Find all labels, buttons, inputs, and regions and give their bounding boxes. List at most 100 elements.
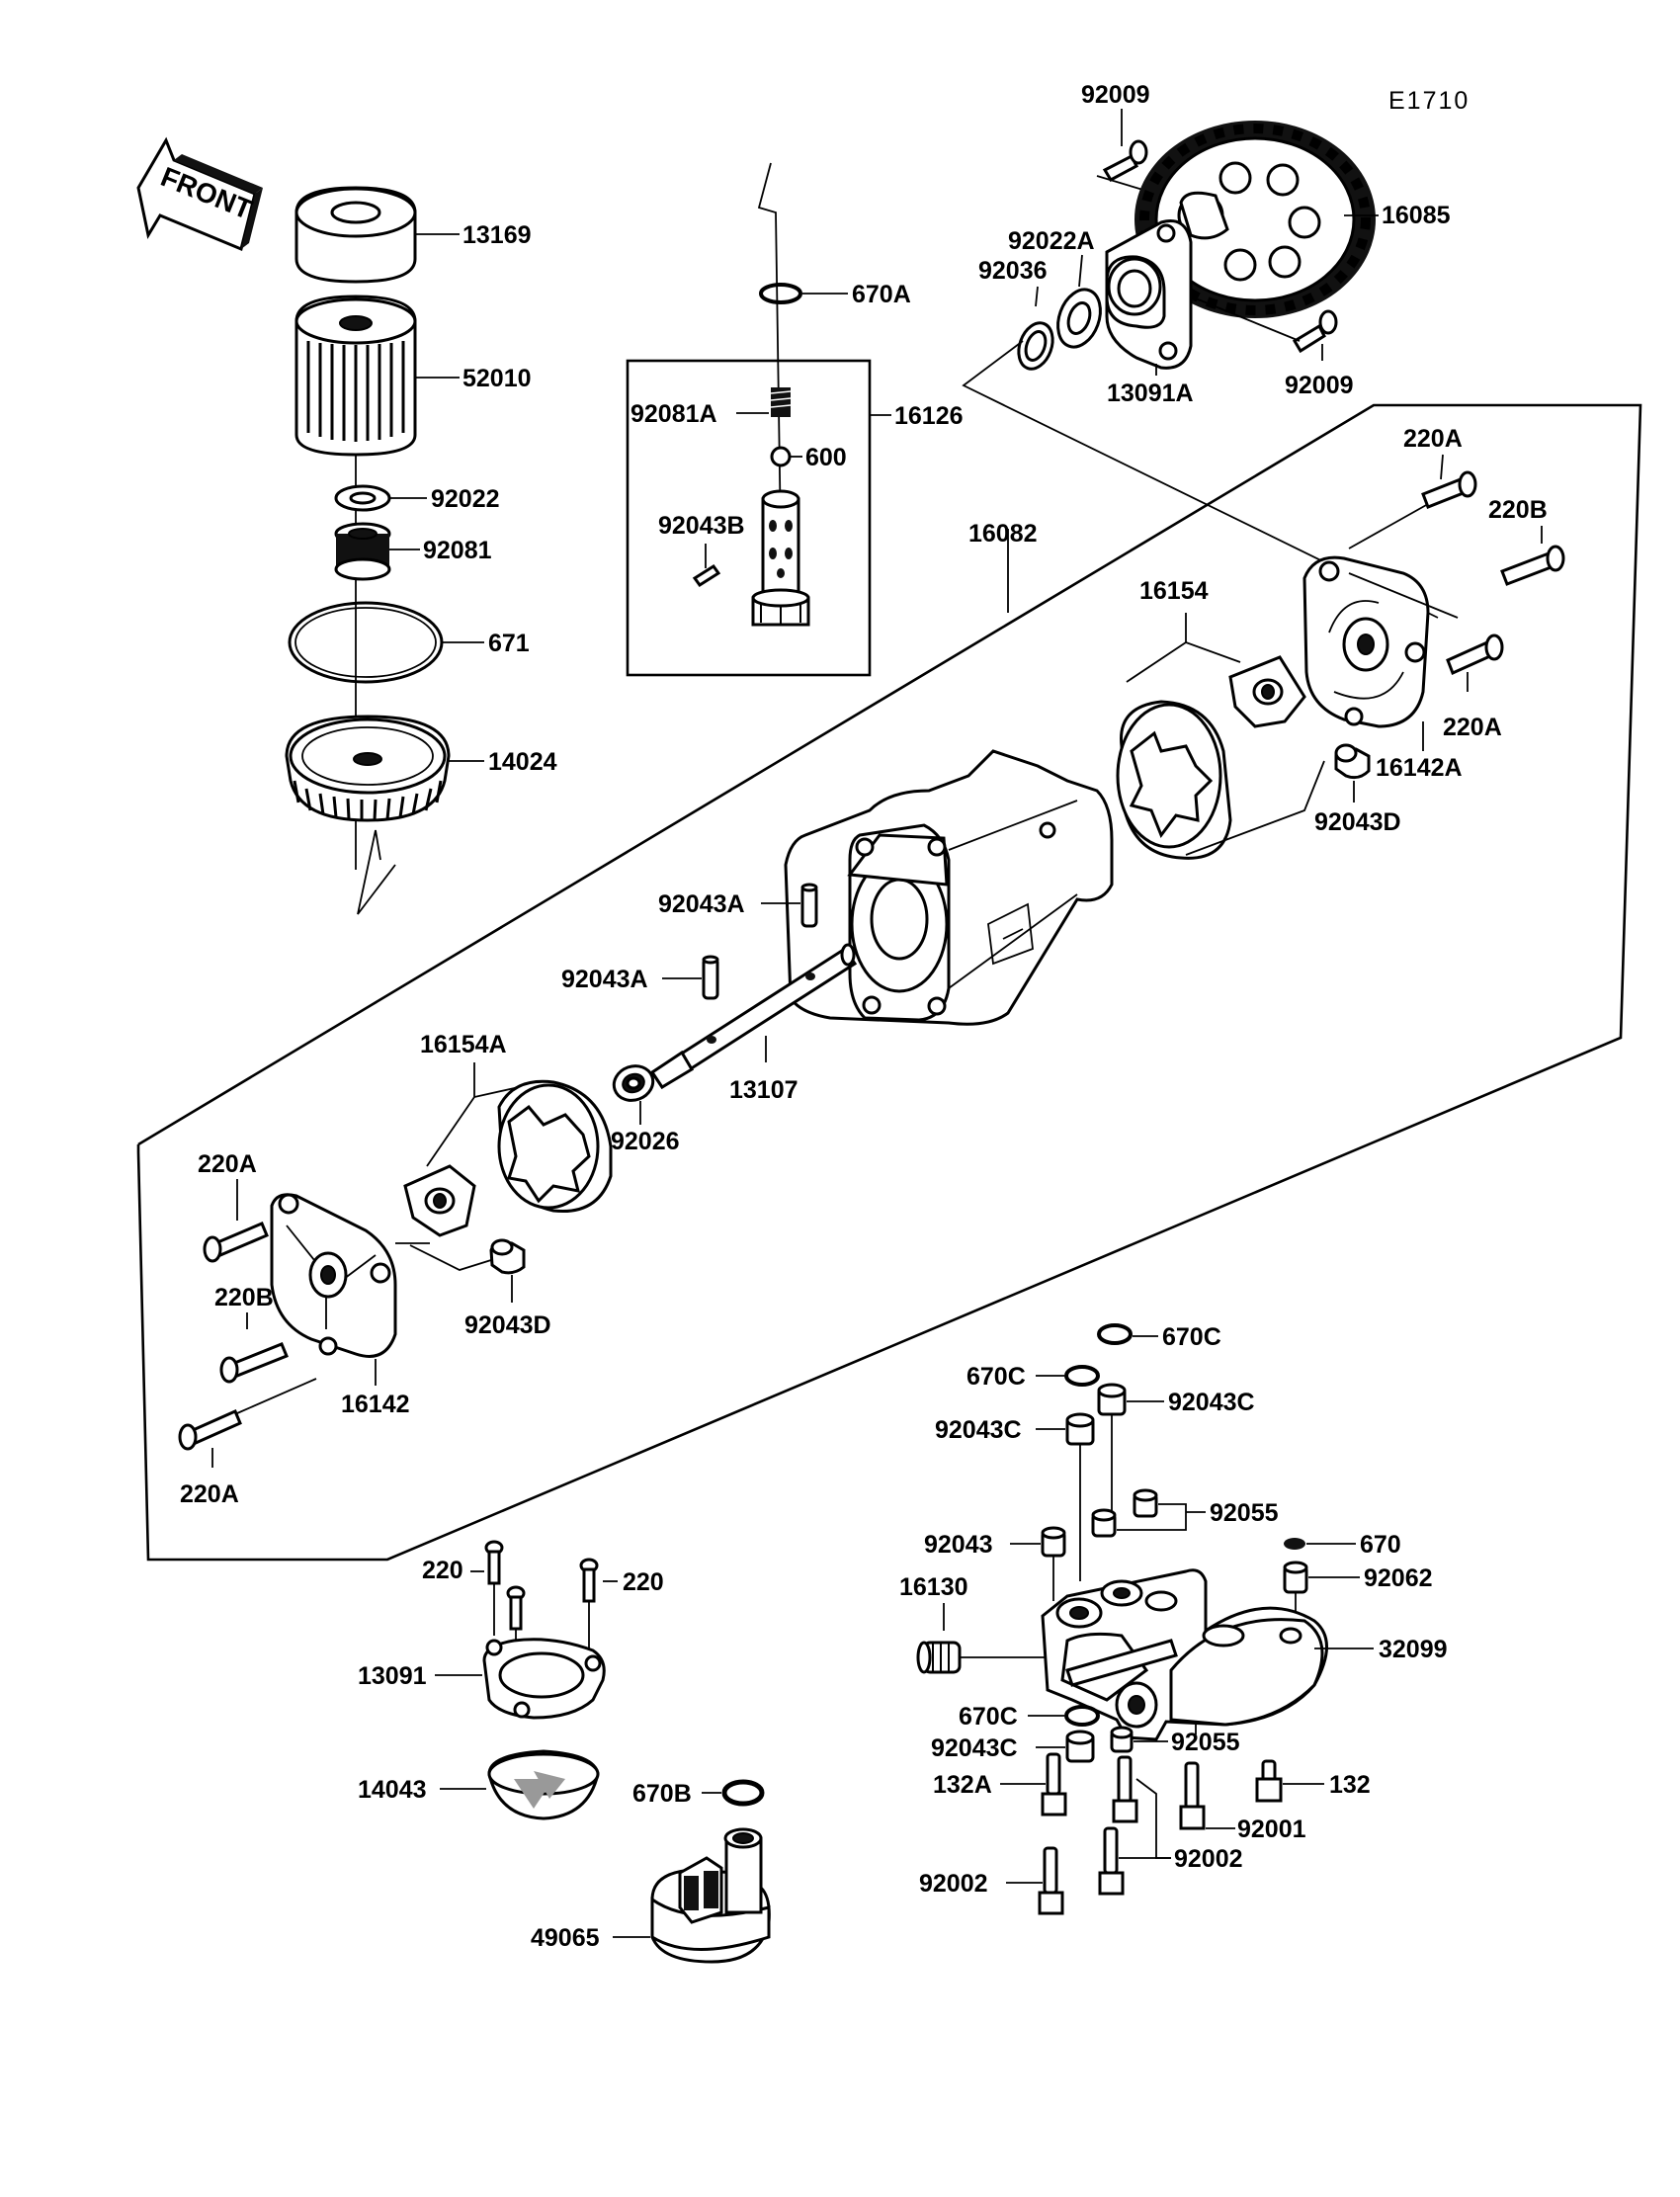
label-16142A: 16142A <box>1376 754 1463 782</box>
label-92022A: 92022A <box>1008 227 1095 255</box>
inner-rotor-16154A <box>403 1164 476 1237</box>
label-16154: 16154 <box>1139 577 1209 605</box>
label-92043D-right: 92043D <box>1314 808 1401 836</box>
label-92062: 92062 <box>1364 1564 1433 1592</box>
label-32099: 32099 <box>1379 1636 1448 1663</box>
label-92009-bottom: 92009 <box>1285 372 1354 399</box>
pump-body-16082 <box>784 749 1114 1026</box>
label-16085: 16085 <box>1382 202 1451 229</box>
label-92043C-a: 92043C <box>1168 1389 1255 1416</box>
label-16126: 16126 <box>894 402 964 430</box>
front-arrow-icon: FRONT <box>136 136 263 252</box>
bolt-220-a <box>484 1540 504 1585</box>
label-92055-bottom: 92055 <box>1171 1729 1240 1756</box>
label-132A: 132A <box>933 1771 992 1799</box>
oil-strainer-14043 <box>487 1749 600 1820</box>
pin-92043B <box>692 563 721 588</box>
label-220A-top-right: 220A <box>1403 425 1463 453</box>
o-ring-670A <box>759 283 802 304</box>
assembly-frame-16082 <box>136 403 1642 1562</box>
relief-valve-box-16126 <box>626 359 872 677</box>
label-92043: 92043 <box>924 1531 993 1559</box>
oil-filter-cover-13169 <box>294 186 417 284</box>
dowel-92043D-right <box>1334 743 1371 780</box>
label-220A-bottom-left: 220A <box>180 1480 239 1508</box>
label-13091: 13091 <box>358 1662 427 1690</box>
label-132: 132 <box>1329 1771 1371 1799</box>
label-49065: 49065 <box>531 1924 600 1952</box>
label-16142: 16142 <box>341 1391 410 1418</box>
label-600: 600 <box>805 444 847 471</box>
label-670: 670 <box>1360 1531 1401 1559</box>
pump-cover-16142 <box>270 1193 397 1358</box>
strainer-cover-13091 <box>482 1638 606 1720</box>
outer-rotor-16154 <box>1116 700 1232 860</box>
bolt-220B-left <box>219 1342 289 1384</box>
dowel-92043D-left <box>489 1238 526 1275</box>
bolt-92009-top <box>1102 139 1148 182</box>
label-13169: 13169 <box>462 221 532 249</box>
label-13091A: 13091A <box>1107 380 1194 407</box>
bolt-220-b <box>506 1585 526 1631</box>
collar-92043C-c <box>1065 1730 1095 1763</box>
spring-92081A <box>770 387 792 417</box>
pump-housing-32099 <box>1041 1568 1328 1741</box>
label-670C-second: 670C <box>966 1363 1026 1391</box>
relief-valve-body <box>751 489 810 627</box>
oil-pipe-49065 <box>650 1827 771 1964</box>
pin-92043A-upper <box>800 883 818 928</box>
pump-shaft-13107 <box>649 943 858 1090</box>
bolt-220-c <box>579 1558 599 1603</box>
bolt-132A <box>1041 1752 1067 1817</box>
filter-bowl-14024 <box>285 715 451 822</box>
label-92043C-c: 92043C <box>931 1734 1018 1762</box>
washer-92022A <box>1056 288 1102 349</box>
o-ring-670B <box>721 1779 765 1807</box>
label-92043A-lower: 92043A <box>561 966 648 993</box>
label-671: 671 <box>488 630 530 657</box>
o-ring-670C-top <box>1097 1323 1133 1345</box>
ball-600 <box>770 446 792 467</box>
label-220A-left: 220A <box>198 1150 257 1178</box>
label-92026: 92026 <box>611 1128 680 1155</box>
label-52010: 52010 <box>462 365 532 392</box>
sensor-16130 <box>916 1641 962 1674</box>
label-220A-right: 220A <box>1443 714 1502 741</box>
collar-92055-bottom <box>1110 1726 1134 1753</box>
collar-92055-top-b <box>1091 1508 1117 1538</box>
label-92043D-left: 92043D <box>464 1311 551 1339</box>
label-670C-top: 670C <box>1162 1323 1221 1351</box>
o-ring-670C-bottom <box>1064 1705 1100 1727</box>
o-ring-670C-second <box>1064 1365 1100 1387</box>
label-92043A-upper: 92043A <box>658 890 745 918</box>
o-ring-670 <box>1284 1538 1305 1550</box>
collar-92043C-a <box>1097 1383 1127 1416</box>
spring-92081 <box>334 522 391 581</box>
collar-92055-top <box>1133 1488 1158 1518</box>
label-92043B: 92043B <box>658 512 745 540</box>
label-16130: 16130 <box>899 1573 968 1601</box>
bracket-13091A <box>1105 219 1193 370</box>
pin-92043A-lower <box>702 955 719 1000</box>
label-92043C-b: 92043C <box>935 1416 1022 1444</box>
o-ring-671 <box>288 601 444 684</box>
label-92055-top: 92055 <box>1210 1499 1279 1527</box>
ring-92036 <box>1017 321 1054 371</box>
label-670A: 670A <box>852 281 911 308</box>
label-220-left: 220 <box>422 1557 463 1584</box>
label-670C-bottom: 670C <box>959 1703 1018 1731</box>
inner-rotor-16154 <box>1228 655 1306 728</box>
label-92002-left: 92002 <box>919 1870 988 1898</box>
bolt-220A-left <box>203 1222 269 1263</box>
diagram-code: E1710 <box>1388 87 1470 115</box>
oil-filter-element-52010 <box>294 295 417 457</box>
pump-cover-16142A <box>1302 555 1430 728</box>
bolt-220A-top <box>1421 470 1477 509</box>
label-92022: 92022 <box>431 485 500 513</box>
bolt-220A-bottom-left <box>178 1409 242 1451</box>
collar-92043C-b <box>1065 1412 1095 1446</box>
label-92002-right: 92002 <box>1174 1845 1243 1873</box>
label-670B: 670B <box>632 1780 692 1808</box>
bolt-92002-c <box>1038 1846 1064 1915</box>
